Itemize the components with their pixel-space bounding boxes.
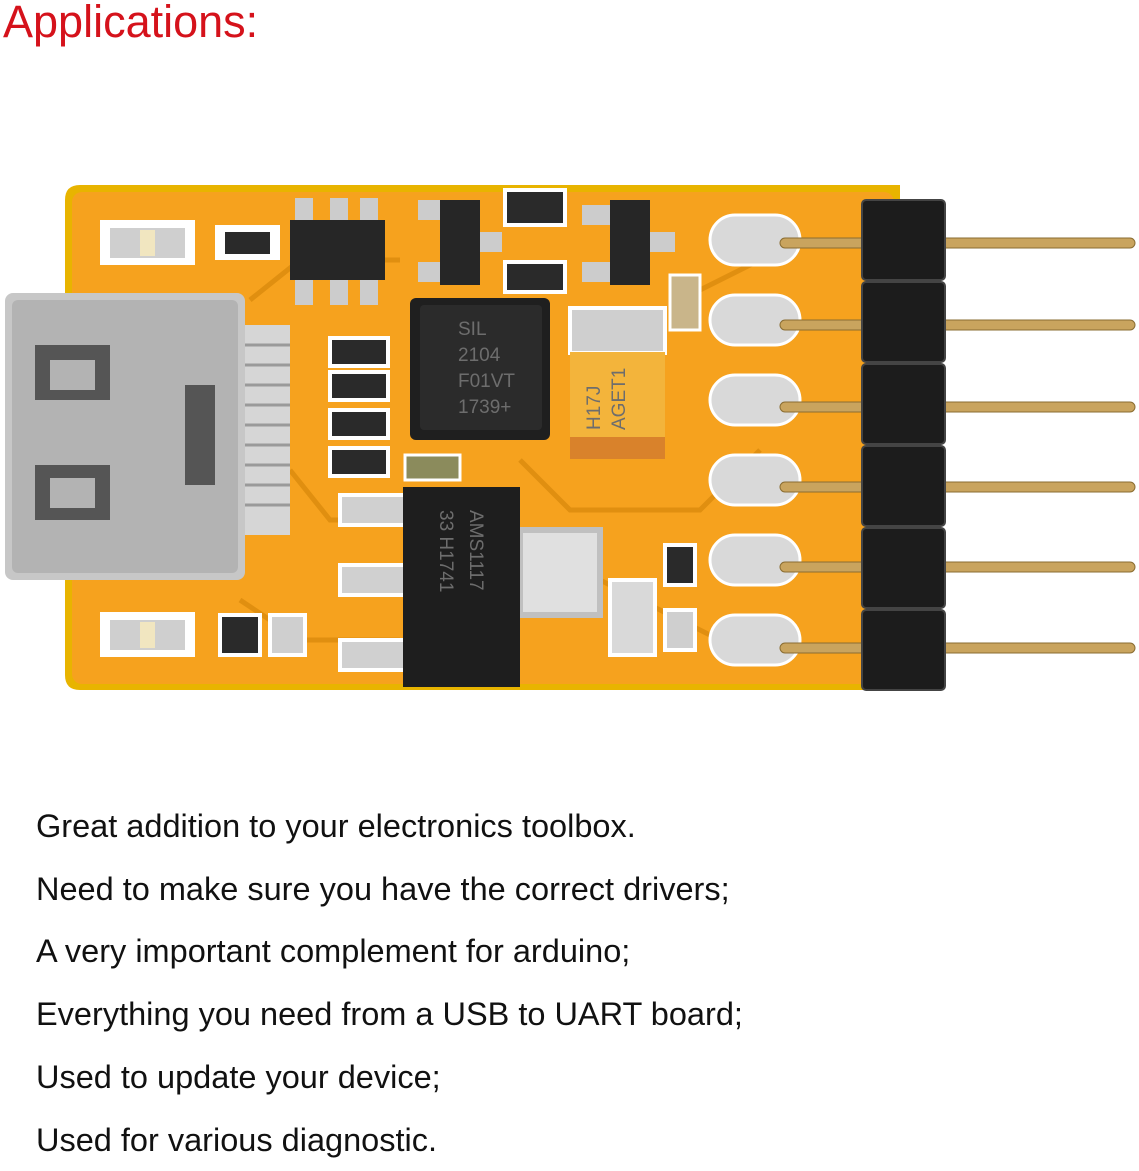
usb-uart-chip: SIL 2104 F01VT 1739+ xyxy=(410,298,550,440)
chip-marking: 2104 xyxy=(458,345,501,366)
feature-item: A very important complement for arduino; xyxy=(36,933,631,970)
pin-pads xyxy=(708,213,802,667)
pin-header xyxy=(779,199,1136,691)
feature-item: Great addition to your electronics toolb… xyxy=(36,808,636,844)
usb-uart-board-photo: SIL 2104 F01VT 1739+ H17J AGET1 AMS1117 … xyxy=(5,185,1136,691)
regulator-marking: AMS1117 xyxy=(465,510,486,591)
voltage-regulator: AMS1117 33 H1741 xyxy=(338,487,603,687)
feature-list: Great addition to your electronics toolb… xyxy=(36,795,743,1171)
regulator-marking: 33 H1741 xyxy=(435,510,456,592)
feature-item: Everything you need from a USB to UART b… xyxy=(36,996,743,1033)
smd-components xyxy=(100,188,702,657)
section-title: Applications: xyxy=(3,0,259,47)
tantalum-capacitor: H17J AGET1 xyxy=(568,306,667,459)
chip-marking: F01VT xyxy=(458,371,515,392)
feature-item: Used to update your device; xyxy=(36,1058,441,1095)
chip-marking: 1739+ xyxy=(458,397,511,418)
feature-item: Need to make sure you have the correct d… xyxy=(36,870,730,907)
feature-item: Used for various diagnostic. xyxy=(36,1121,438,1158)
sot-transistors xyxy=(290,198,675,305)
usb-c-connector xyxy=(5,293,290,580)
capacitor-marking: H17J xyxy=(584,386,605,430)
capacitor-marking: AGET1 xyxy=(609,368,630,430)
chip-marking: SIL xyxy=(458,319,487,340)
